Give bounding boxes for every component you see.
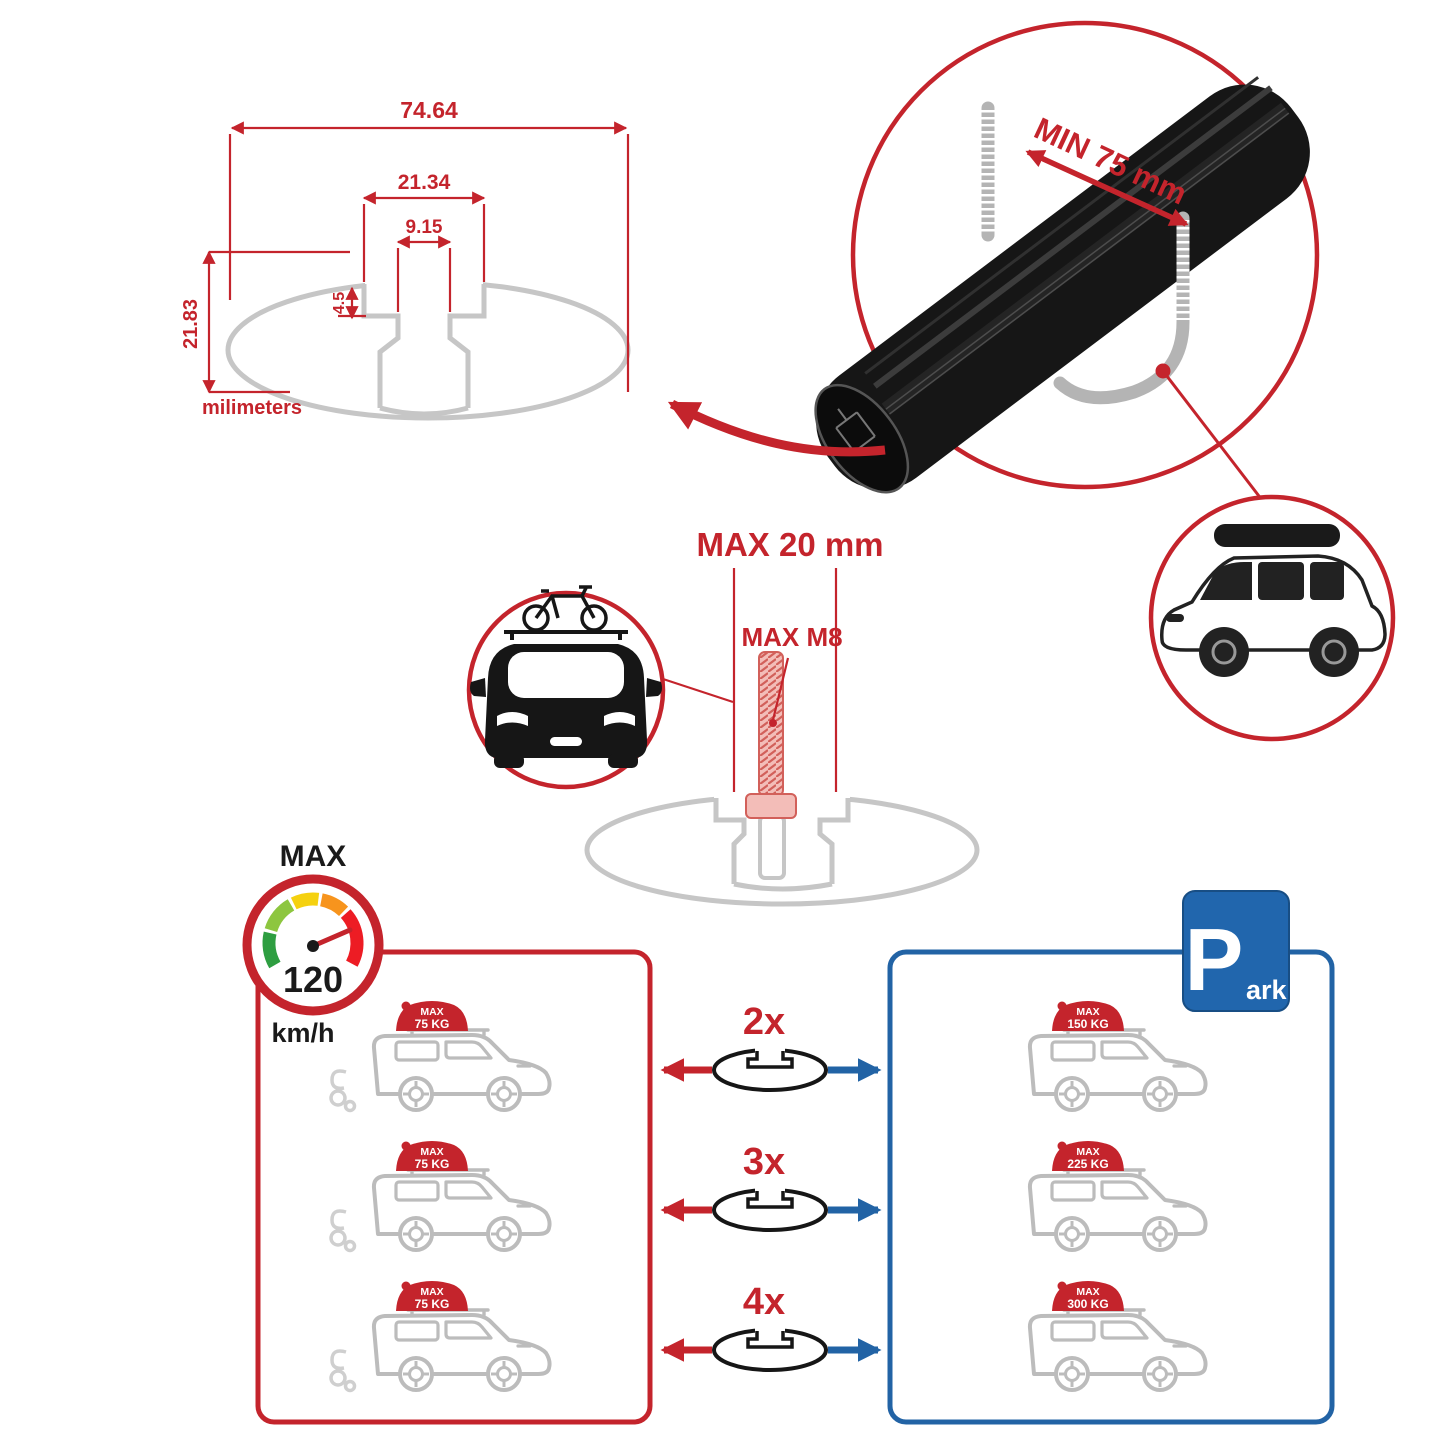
pointer-line — [1161, 370, 1264, 501]
wheel-icon — [486, 1356, 522, 1392]
zoom-detail-circle: MIN 75 mm — [667, 20, 1320, 501]
crossbar-section-icon — [712, 1043, 828, 1092]
t-slot-profile-small — [713, 798, 851, 892]
motion-puffs-icon — [329, 1069, 357, 1113]
bag-tag: MAX — [1076, 1146, 1099, 1158]
connector-count: 4x — [743, 1281, 785, 1323]
car-row: MAX 225 KG — [1027, 1141, 1208, 1252]
parking-sign-suffix: ark — [1246, 975, 1288, 1005]
bag-tag: MAX — [420, 1146, 443, 1158]
connector-count: 2x — [743, 1001, 785, 1043]
motion-puffs-icon — [329, 1209, 357, 1253]
min-spacing-arrow — [1025, 149, 1189, 227]
speed-unit: km/h — [271, 1018, 334, 1048]
speed-max-label: MAX — [280, 840, 347, 873]
t-nut-stem — [758, 814, 786, 880]
parking-panel: MAX 150 KG MAX 225 KG MAX 300 KG — [1027, 1001, 1208, 1392]
car-row: MAX 300 KG — [1027, 1281, 1208, 1392]
wheel-icon — [1054, 1076, 1090, 1112]
dim-height-label: 21.83 — [180, 299, 202, 349]
max-thread-label: MAX M8 — [741, 622, 842, 652]
car-front-icon — [470, 644, 662, 768]
bag-tag: MAX — [420, 1286, 443, 1298]
thread-pointer-dot — [769, 719, 777, 727]
suv-roofbox-circle — [1148, 494, 1396, 742]
max-length-label: MAX 20 mm — [696, 526, 883, 563]
bag-load: 300 KG — [1067, 1297, 1108, 1311]
car-row: MAX 150 KG — [1027, 1001, 1208, 1112]
wheel-icon — [1142, 1076, 1178, 1112]
bag-tag: MAX — [1076, 1006, 1099, 1018]
wheel-icon — [398, 1216, 434, 1252]
gauge-needle — [310, 927, 353, 949]
connector-rows: 2x 3x 4x — [660, 1001, 882, 1372]
wheel-icon — [1054, 1216, 1090, 1252]
cross-section-drawing: 74.64 21.34 9.15 21.83 4.5 milimeters — [180, 97, 631, 421]
car-row: MAX 75 KG — [329, 1141, 552, 1253]
driving-panel: MAX 75 KG MAX 75 KG MAX 75 KG — [329, 1001, 552, 1393]
u-bolt-hook-icon — [1053, 211, 1190, 405]
wheel-icon — [1142, 1356, 1178, 1392]
dim-recess-depth-label: 4.5 — [331, 292, 348, 314]
roof-rack-icon — [504, 630, 628, 640]
wheel-icon — [486, 1216, 522, 1252]
units-label: milimeters — [202, 397, 302, 419]
connector-row: 4x — [660, 1281, 882, 1372]
wheel-icon — [1142, 1216, 1178, 1252]
bag-tag: MAX — [1076, 1286, 1099, 1298]
wheel-icon — [398, 1076, 434, 1112]
crossbar-section-icon — [712, 1323, 828, 1372]
gauge-arcs — [262, 892, 364, 969]
connector-row: 2x — [660, 1001, 882, 1092]
wheel-icon — [486, 1076, 522, 1112]
bag-load: 75 KG — [415, 1297, 450, 1311]
wheel-icon — [398, 1356, 434, 1392]
crossbar-section-icon — [712, 1183, 828, 1232]
gauge-pivot — [307, 940, 319, 952]
car-row: MAX 75 KG — [329, 1001, 552, 1113]
parking-sign-letter: P — [1185, 910, 1244, 1009]
t-slot-profile — [361, 284, 487, 417]
bike-icon — [522, 585, 608, 632]
speed-value: 120 — [283, 959, 343, 1000]
suv-roofbox-icon — [1160, 524, 1387, 677]
bag-load: 150 KG — [1067, 1017, 1108, 1031]
parking-icon — [1182, 890, 1290, 1012]
bolt-icon — [745, 651, 797, 819]
wheel-icon — [1054, 1356, 1090, 1392]
speedometer: MAX 120 km/h — [242, 840, 384, 1048]
car-row: MAX 75 KG — [329, 1281, 552, 1393]
bag-load: 225 KG — [1067, 1157, 1108, 1171]
connector-count: 3x — [743, 1141, 785, 1183]
bag-tag: MAX — [420, 1006, 443, 1018]
dim-total-width-label: 74.64 — [400, 97, 458, 123]
car-front-circle — [466, 585, 666, 790]
bag-load: 75 KG — [415, 1017, 450, 1031]
connector-row: 3x — [660, 1141, 882, 1232]
dim-opening-width-label: 21.34 — [398, 171, 451, 194]
dim-slot-width-label: 9.15 — [406, 217, 443, 238]
arrow-to-drawing-icon — [667, 399, 886, 457]
parking-sign: P ark — [1182, 890, 1290, 1012]
dimension-lines — [202, 121, 630, 394]
bag-load: 75 KG — [415, 1157, 450, 1171]
bolt-spec: MAX 20 mm MAX M8 — [466, 526, 980, 907]
motion-puffs-icon — [329, 1349, 357, 1393]
bolt-dimension-lines — [659, 568, 838, 792]
profile-gap — [365, 271, 483, 289]
